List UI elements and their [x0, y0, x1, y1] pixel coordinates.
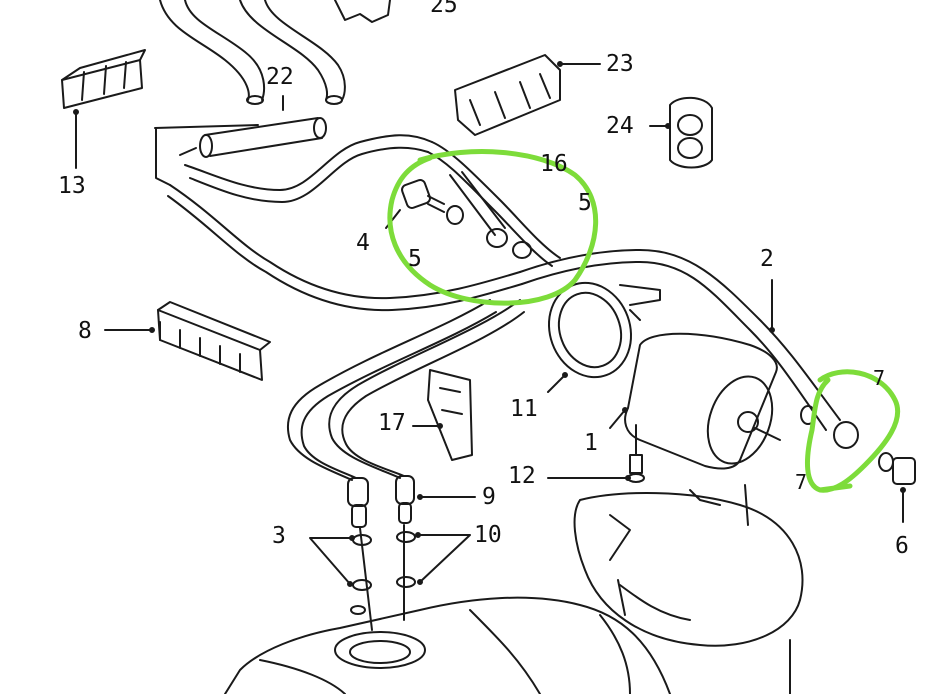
callout-25: 24 — [606, 113, 634, 139]
callout-24: 25 — [430, 0, 458, 18]
pipe-clip-23 — [454, 54, 561, 136]
callout-4: 4 — [356, 230, 370, 256]
pipe-clip-8 — [157, 301, 271, 381]
callout-9: 9 — [482, 484, 496, 510]
callout-5-upper-left: 5 — [408, 246, 422, 272]
pipe-clip-13 — [61, 49, 146, 109]
callout-3: 3 — [272, 523, 286, 549]
callout-5-upper-right: 5 — [578, 190, 592, 216]
bolt-12 — [627, 424, 645, 483]
callout-22: 22 — [266, 64, 294, 90]
bracket-17 — [427, 369, 473, 461]
callout-7-lower: 7 — [795, 470, 808, 494]
hose-segment-22 — [199, 95, 327, 158]
callout-1: 1 — [584, 430, 598, 456]
callout-7-upper: 7 — [873, 366, 886, 390]
callout-8: 8 — [78, 318, 92, 344]
callout-16: 16 — [540, 151, 568, 177]
callout-6: 6 — [895, 533, 909, 559]
highlight-circle-lower — [805, 369, 901, 493]
banjo-fitting-upper — [401, 171, 532, 259]
callout-11: 11 — [510, 396, 538, 422]
highlight-circle-upper — [387, 149, 599, 306]
fuel-pipes-lower — [286, 299, 525, 481]
callout-12: 12 — [508, 463, 536, 489]
fuel-filter[interactable] — [624, 332, 783, 473]
callout-10: 10 — [474, 522, 502, 548]
fuel-tank — [224, 596, 671, 694]
upper-hose-pair — [159, 0, 346, 105]
fuel-pipe-2 — [519, 249, 841, 431]
heat-shield — [573, 484, 804, 694]
pipe-clip-24 — [334, 0, 391, 23]
pipe-clip-25 — [669, 96, 713, 169]
callout-17: 17 — [378, 410, 406, 436]
callout-leaders — [73, 61, 906, 587]
callout-23: 23 — [606, 51, 634, 77]
callout-2: 2 — [760, 246, 774, 272]
o-rings — [350, 531, 416, 615]
callout-13: 13 — [58, 173, 86, 199]
filter-clamp — [547, 281, 661, 379]
